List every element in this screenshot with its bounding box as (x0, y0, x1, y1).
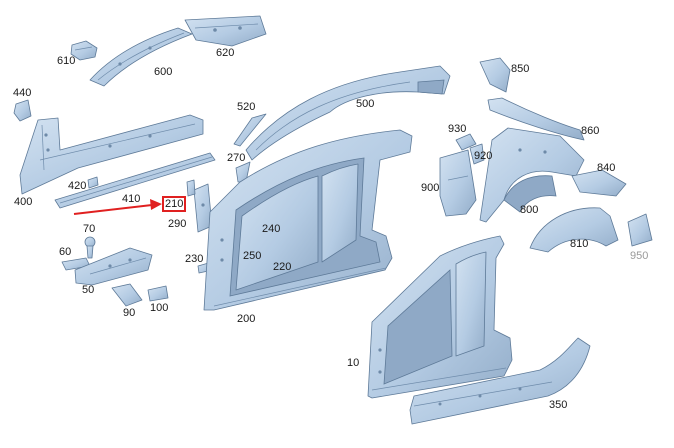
callout-950[interactable]: 950 (630, 250, 649, 262)
highlight-arrow (73, 199, 162, 215)
part-100[interactable] (147, 285, 169, 302)
callout-200[interactable]: 200 (237, 313, 256, 325)
callout-840[interactable]: 840 (597, 162, 616, 174)
callout-350[interactable]: 350 (549, 399, 568, 411)
callout-810[interactable]: 810 (570, 238, 589, 250)
callout-600[interactable]: 600 (154, 66, 173, 78)
callout-10[interactable]: 10 (347, 357, 360, 369)
part-600[interactable] (89, 27, 193, 87)
callout-800[interactable]: 800 (520, 204, 539, 216)
part-800[interactable] (479, 127, 585, 223)
callout-620[interactable]: 620 (216, 47, 235, 59)
part-930[interactable] (455, 133, 477, 151)
part-90[interactable] (111, 283, 143, 307)
part-620[interactable] (184, 15, 267, 47)
part-610[interactable] (70, 40, 98, 61)
part-50[interactable] (74, 247, 153, 286)
callout-860[interactable]: 860 (581, 125, 600, 137)
callout-240[interactable]: 240 (262, 223, 281, 235)
part-500[interactable] (245, 65, 451, 161)
part-200[interactable] (203, 129, 413, 311)
part-410[interactable] (54, 152, 216, 209)
part-520[interactable] (233, 113, 267, 147)
callout-220[interactable]: 220 (273, 261, 292, 273)
callout-100[interactable]: 100 (150, 302, 169, 314)
part-850[interactable] (479, 57, 511, 93)
callout-500[interactable]: 500 (356, 98, 375, 110)
callout-400[interactable]: 400 (14, 196, 33, 208)
part-810[interactable] (529, 207, 619, 253)
callout-270[interactable]: 270 (227, 152, 246, 164)
callout-410[interactable]: 410 (122, 193, 141, 205)
callout-70[interactable]: 70 (83, 223, 96, 235)
part-10[interactable] (367, 235, 513, 399)
part-920[interactable] (469, 143, 485, 165)
part-840[interactable] (571, 169, 627, 197)
part-350[interactable] (409, 337, 591, 425)
part-400[interactable] (19, 114, 204, 195)
part-900[interactable] (439, 149, 477, 217)
callout-900[interactable]: 900 (421, 182, 440, 194)
callout-230[interactable]: 230 (185, 253, 204, 265)
part-440[interactable] (13, 99, 32, 122)
part-70[interactable] (84, 236, 96, 259)
callout-420[interactable]: 420 (68, 180, 87, 192)
callout-250[interactable]: 250 (243, 250, 262, 262)
callout-520[interactable]: 520 (237, 101, 256, 113)
callout-930[interactable]: 930 (448, 123, 467, 135)
callout-50[interactable]: 50 (82, 284, 95, 296)
callout-850[interactable]: 850 (511, 63, 530, 75)
callout-610[interactable]: 610 (57, 55, 76, 67)
part-860[interactable] (487, 97, 585, 141)
callout-210[interactable]: 210 (162, 196, 187, 212)
part-950[interactable] (627, 213, 653, 247)
callout-440[interactable]: 440 (13, 87, 32, 99)
callout-290[interactable]: 290 (168, 218, 187, 230)
part-420[interactable] (87, 176, 99, 189)
part-210[interactable] (186, 179, 196, 197)
callout-60[interactable]: 60 (59, 246, 72, 258)
callout-90[interactable]: 90 (123, 307, 136, 319)
callout-920[interactable]: 920 (474, 150, 493, 162)
